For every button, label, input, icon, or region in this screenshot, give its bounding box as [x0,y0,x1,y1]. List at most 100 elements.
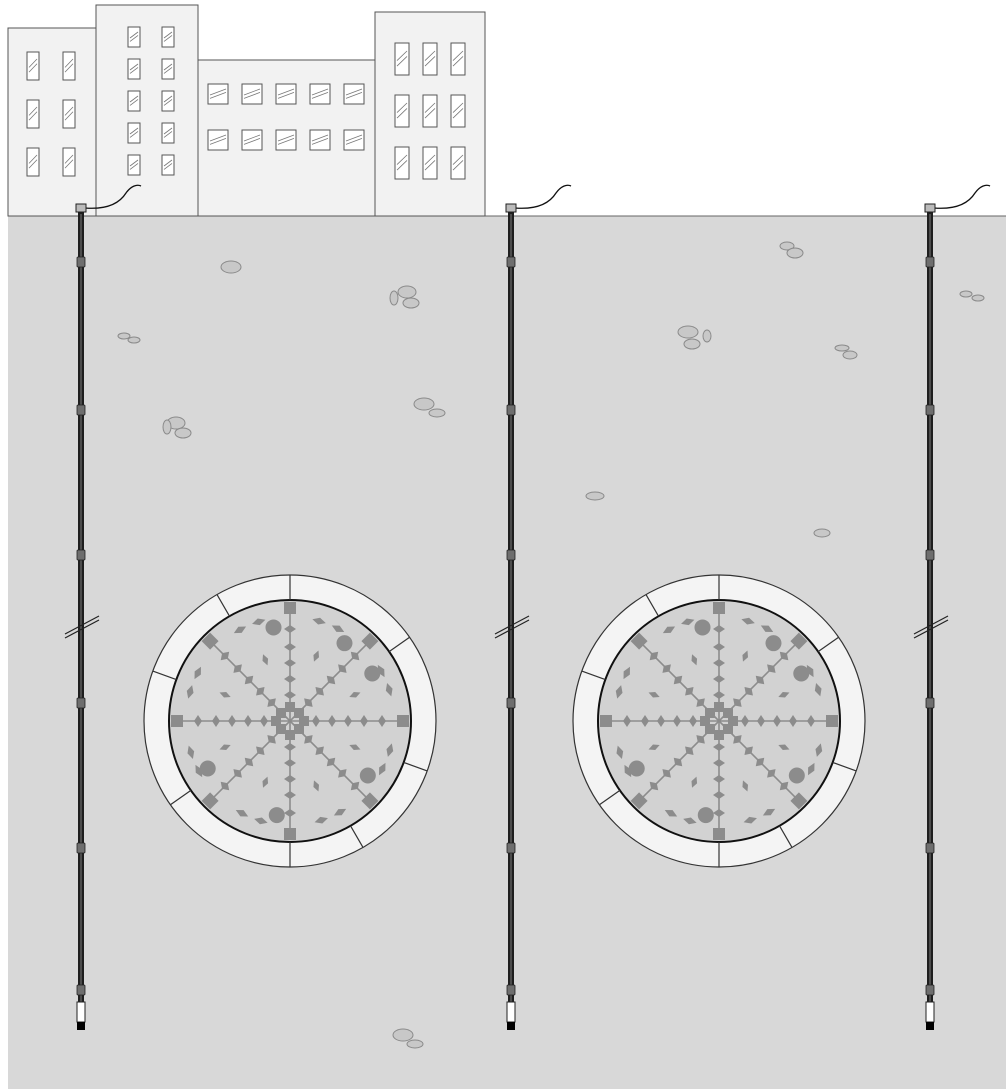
window [310,130,330,150]
casing-cap [506,204,516,212]
window [63,148,75,176]
stone [128,337,140,343]
spoke-end-pad [284,602,296,614]
window [128,155,140,175]
hub-cutter [714,730,724,740]
window [395,43,409,75]
stone [429,409,445,417]
spoke-end-pad [713,828,725,840]
casing-coupler [507,405,515,415]
window [423,43,437,75]
building-1-body [8,28,96,216]
stone [407,1040,423,1048]
disc-cutter [695,619,711,635]
window [27,148,39,176]
stone [814,529,830,537]
window [208,130,228,150]
stone [960,291,972,297]
building-1 [8,28,96,216]
disc-cutter [629,761,645,777]
window [344,84,364,104]
disc-cutter [789,767,805,783]
building-2 [96,5,198,216]
casing-coupler [507,550,515,560]
stone [586,492,604,500]
window [128,123,140,143]
stone [843,351,857,359]
casing-cap [925,204,935,212]
stone [684,339,700,349]
stone [403,298,419,308]
casing-coupler [77,405,85,415]
stone [221,261,241,273]
disc-cutter [793,666,809,682]
window [27,100,39,128]
disc-cutter [360,767,376,783]
casing-coupler [507,843,515,853]
disc-cutter [200,761,216,777]
casing-coupler [926,985,934,995]
window [162,59,174,79]
stone [163,420,171,434]
window [242,84,262,104]
disc-cutter [269,807,285,823]
window [162,155,174,175]
hub-cutter [714,702,724,712]
window [63,52,75,80]
stone [175,428,191,438]
casing-tip-end [77,1022,85,1030]
hub-cutter [285,730,295,740]
hub-cutter [299,716,309,726]
stone [118,333,130,339]
window [451,147,465,179]
window [395,147,409,179]
window [276,130,296,150]
ground-layer [8,216,1006,1089]
casing-coupler [926,843,934,853]
stone [393,1029,413,1041]
window [451,43,465,75]
casing-coupler [926,550,934,560]
casing-tip [77,1002,85,1022]
stone [678,326,698,338]
spoke-end-pad [171,715,183,727]
disc-cutter [266,619,282,635]
hub-cutter [271,716,281,726]
window [423,147,437,179]
stone [972,295,984,301]
window [395,95,409,127]
window [242,130,262,150]
disc-cutter [336,635,352,651]
window [27,52,39,80]
casing-cap [76,204,86,212]
window [276,84,296,104]
window [63,100,75,128]
stone [835,345,849,351]
window [162,27,174,47]
window [310,84,330,104]
casing-coupler [77,257,85,267]
casing-coupler [507,698,515,708]
casing-coupler [77,698,85,708]
spoke-end-pad [713,602,725,614]
stone [787,248,803,258]
window [162,91,174,111]
building-4 [375,12,485,216]
disc-cutter [698,807,714,823]
hub-cutter [700,716,710,726]
casing-coupler [77,985,85,995]
disc-cutter [364,666,380,682]
casing-tip [507,1002,515,1022]
casing-coupler [77,550,85,560]
casing-coupler [926,257,934,267]
casing-coupler [926,405,934,415]
window [208,84,228,104]
spoke-end-pad [600,715,612,727]
casing-coupler [77,843,85,853]
stone [390,291,398,305]
casing-tip-end [926,1022,934,1030]
disc-cutter [765,635,781,651]
window [451,95,465,127]
stone [703,330,711,342]
